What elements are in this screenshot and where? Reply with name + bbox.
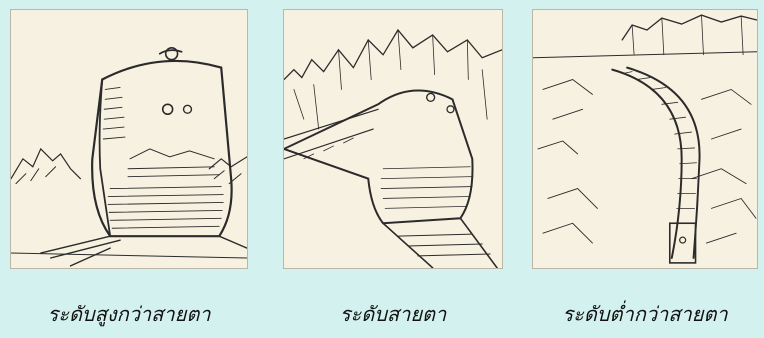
train-illustration-low-angle <box>533 14 757 264</box>
caption-high-angle: ระดับสูงกว่าสายตา <box>47 302 211 326</box>
panel-eye-level-train <box>283 9 503 269</box>
train-illustration-eye-level <box>284 28 502 268</box>
caption-eye-level: ระดับสายตา <box>339 302 447 326</box>
panel-high-angle-train <box>10 9 248 269</box>
caption-low-angle: ระดับต่ำกว่าสายตา <box>562 302 728 326</box>
panel-low-angle-train <box>532 9 758 269</box>
train-illustration-high-angle <box>11 46 247 267</box>
